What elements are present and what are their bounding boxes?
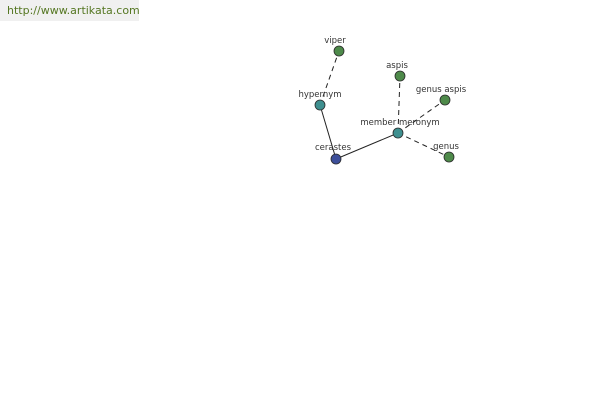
node-hypernym[interactable]	[314, 99, 326, 111]
node-label-hypernym[interactable]: hypernym	[298, 90, 341, 100]
node-viper[interactable]	[333, 45, 345, 57]
node-label-aspis[interactable]: aspis	[386, 61, 408, 71]
edge-cerastes-member-meronym	[335, 132, 399, 160]
node-member-meronym[interactable]	[392, 127, 404, 139]
node-label-cerastes[interactable]: cerastes	[315, 143, 352, 153]
node-label-genus-aspis[interactable]: genus aspis	[416, 85, 467, 95]
edge-cerastes-hypernym	[319, 104, 337, 160]
node-genus-aspis[interactable]	[439, 94, 451, 106]
edge-member-meronym-aspis	[397, 75, 401, 134]
node-cerastes[interactable]	[330, 153, 342, 165]
edge-hypernym-viper	[319, 50, 340, 106]
node-label-genus[interactable]: genus	[433, 142, 459, 152]
site-url[interactable]: http://www.artikata.com	[0, 0, 140, 21]
edge-member-meronym-genus	[397, 132, 450, 158]
node-genus[interactable]	[443, 151, 455, 163]
node-aspis[interactable]	[394, 70, 406, 82]
node-label-viper[interactable]: viper	[324, 36, 346, 46]
node-label-member-meronym[interactable]: member meronym	[360, 118, 439, 128]
edge-member-meronym-genus-aspis	[397, 99, 446, 134]
